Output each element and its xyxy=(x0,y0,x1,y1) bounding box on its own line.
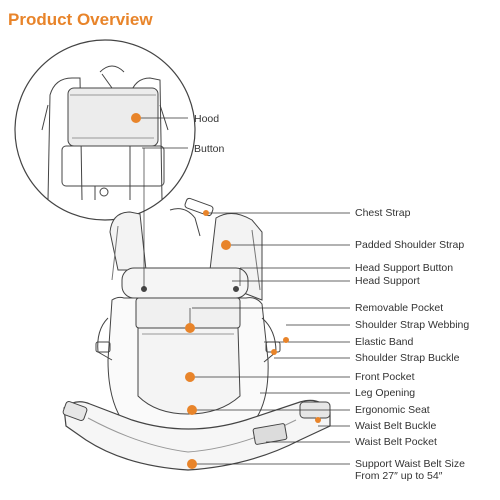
dot-ergonomic-seat xyxy=(187,405,197,415)
dot-shoulder-strap-webbing xyxy=(283,337,289,343)
dot-front-pocket xyxy=(185,372,195,382)
label-button: Button xyxy=(194,143,225,155)
label-leg-opening: Leg Opening xyxy=(355,387,416,399)
dot-hood xyxy=(131,113,141,123)
dot-support-waist-belt xyxy=(187,459,197,469)
label-waist-belt-buckle: Waist Belt Buckle xyxy=(355,420,437,432)
label-head-support-button: Head Support Button xyxy=(355,262,454,274)
label-ergonomic-seat: Ergonomic Seat xyxy=(355,404,430,416)
hood-detail-inset xyxy=(14,39,196,221)
label-shoulder-strap-webbing: Shoulder Strap Webbing xyxy=(355,319,470,331)
label-removable-pocket: Removable Pocket xyxy=(355,302,444,314)
dot-shoulder-strap-buckle xyxy=(271,349,277,355)
label-shoulder-strap-buckle: Shoulder Strap Buckle xyxy=(355,352,460,364)
carrier-body xyxy=(62,197,331,471)
dot-waist-belt-buckle xyxy=(315,417,321,423)
label-support-waist-belt-size-line1: Support Waist Belt Size xyxy=(355,458,465,470)
label-padded-shoulder-strap: Padded Shoulder Strap xyxy=(355,239,465,251)
label-support-waist-belt-size-line2: From 27″ up to 54″ xyxy=(355,470,443,482)
label-waist-belt-pocket: Waist Belt Pocket xyxy=(355,436,437,448)
dot-removable-pocket xyxy=(185,323,195,333)
label-hood: Hood xyxy=(194,113,220,125)
dot-chest-strap xyxy=(203,210,209,216)
label-front-pocket: Front Pocket xyxy=(355,371,415,383)
callout-dots xyxy=(131,113,321,469)
leader-lines xyxy=(136,117,350,465)
label-chest-strap: Chest Strap xyxy=(355,207,411,219)
label-head-support: Head Support xyxy=(355,275,420,287)
label-elastic-band: Elastic Band xyxy=(355,336,414,348)
page-title: Product Overview xyxy=(8,10,153,29)
dot-padded-shoulder-strap xyxy=(221,240,231,250)
